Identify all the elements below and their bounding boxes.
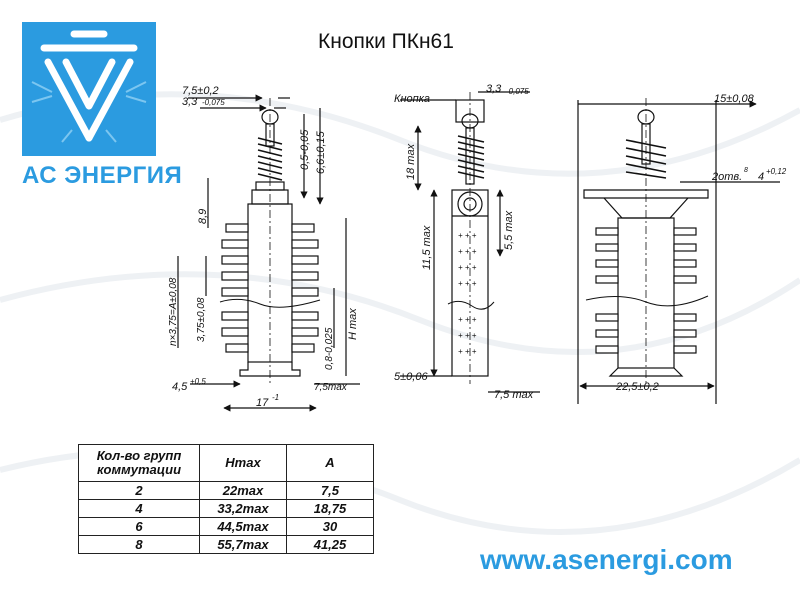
dim-label: 3,75±0,08 bbox=[196, 297, 207, 342]
dim-label: +0,5 bbox=[190, 377, 206, 386]
company-logo: АС ЭНЕРГИЯ bbox=[22, 22, 183, 190]
table-cell: 30 bbox=[286, 517, 374, 536]
table-cell: 55,7max bbox=[199, 535, 287, 554]
svg-text:+ + +: + + + bbox=[458, 279, 477, 288]
svg-text:+ + +: + + + bbox=[458, 315, 477, 324]
view-side bbox=[400, 91, 540, 393]
view-top bbox=[577, 98, 780, 404]
column-header: Кол-во групп коммутации bbox=[78, 444, 200, 482]
table-row: 8 55,7max 41,25 bbox=[78, 535, 374, 554]
table-cell: 8 bbox=[78, 535, 200, 554]
dim-label: 8 bbox=[744, 167, 748, 174]
table-cell: 4 bbox=[78, 499, 200, 518]
dim-label: 5,5 max bbox=[503, 210, 515, 250]
dim-label: +0,12 bbox=[766, 167, 787, 176]
table-row: 4 33,2max 18,75 bbox=[78, 499, 374, 518]
dim-label: n×3,75=A±0,08 bbox=[168, 277, 179, 346]
dim-label: 0,5-0,05 bbox=[299, 129, 311, 170]
dim-label: 4 bbox=[758, 171, 764, 183]
view-side-contacts: + + + + + + + + + + + + + + + + + + + + + bbox=[458, 231, 477, 356]
dim-label: Кнопка bbox=[394, 93, 430, 105]
dim-label: 17 bbox=[256, 397, 269, 409]
svg-text:+ + +: + + + bbox=[458, 263, 477, 272]
dim-label: -0,075 bbox=[506, 87, 529, 96]
table-cell: 41,25 bbox=[286, 535, 374, 554]
dim-label: 15±0,08 bbox=[714, 93, 755, 105]
dim-label: 2отв. bbox=[711, 171, 742, 183]
svg-text:+ + +: + + + bbox=[458, 231, 477, 240]
svg-text:+ + +: + + + bbox=[458, 331, 477, 340]
column-header: Hmax bbox=[199, 444, 287, 482]
view-front bbox=[177, 94, 360, 412]
dim-label: 7,5max bbox=[314, 382, 348, 393]
logo-emblem bbox=[22, 22, 156, 156]
dim-label: 7,5 max bbox=[494, 389, 534, 401]
table-header-row: Кол-во групп коммутации Hmax A bbox=[78, 444, 374, 482]
dim-label: H max bbox=[347, 308, 359, 340]
dim-label: 0,8-0,025 bbox=[324, 327, 335, 370]
page-title: Кнопки ПКн61 bbox=[318, 30, 454, 53]
dim-label: 11,5 max bbox=[421, 225, 433, 270]
dim-label: 3,3 bbox=[486, 83, 502, 95]
website-link[interactable]: www.asenergi.com bbox=[480, 544, 733, 575]
spec-table: Кол-во групп коммутации Hmax A 2 22max 7… bbox=[78, 444, 374, 554]
dim-label: 6,6±0,15 bbox=[315, 130, 327, 174]
table-row: 6 44,5max 30 bbox=[78, 517, 374, 536]
view-top-labels: 15±0,08 2отв. 4 +0,12 8 22,5±0,2 bbox=[615, 93, 787, 393]
svg-text:+ + +: + + + bbox=[458, 347, 477, 356]
dim-label: -1 bbox=[272, 393, 279, 402]
table-cell: 22max bbox=[199, 481, 287, 500]
table-cell: 6 bbox=[78, 517, 200, 536]
dim-label: 8,9 bbox=[197, 209, 209, 224]
svg-text:+ + +: + + + bbox=[458, 247, 477, 256]
dim-label: 3,3 bbox=[182, 96, 198, 108]
dim-label: 5±0,06 bbox=[394, 371, 428, 383]
dim-label: -0,075 bbox=[202, 98, 225, 107]
dim-label: 7,5±0,2 bbox=[182, 85, 219, 97]
logo-mark-icon bbox=[31, 30, 147, 143]
logo-text: АС ЭНЕРГИЯ bbox=[22, 162, 183, 189]
column-header: A bbox=[286, 444, 374, 482]
table-cell: 7,5 bbox=[286, 481, 374, 500]
view-side-labels: Кнопка 3,3 -0,075 18 max 11,5 max 5,5 ma… bbox=[394, 83, 534, 401]
table-row: 2 22max 7,5 bbox=[78, 481, 374, 500]
dim-label: 22,5±0,2 bbox=[615, 381, 659, 393]
table-cell: 44,5max bbox=[199, 517, 287, 536]
view-front-labels: 7,5±0,2 3,3 -0,075 0,5-0,05 6,6±0,15 8,9… bbox=[168, 85, 359, 409]
technical-drawing: 7,5±0,2 3,3 -0,075 0,5-0,05 6,6±0,15 8,9… bbox=[168, 83, 787, 412]
table-cell: 18,75 bbox=[286, 499, 374, 518]
dim-label: 18 max bbox=[405, 143, 417, 180]
dim-label: 4,5 bbox=[172, 381, 188, 393]
table-cell: 33,2max bbox=[199, 499, 287, 518]
table-cell: 2 bbox=[78, 481, 200, 500]
